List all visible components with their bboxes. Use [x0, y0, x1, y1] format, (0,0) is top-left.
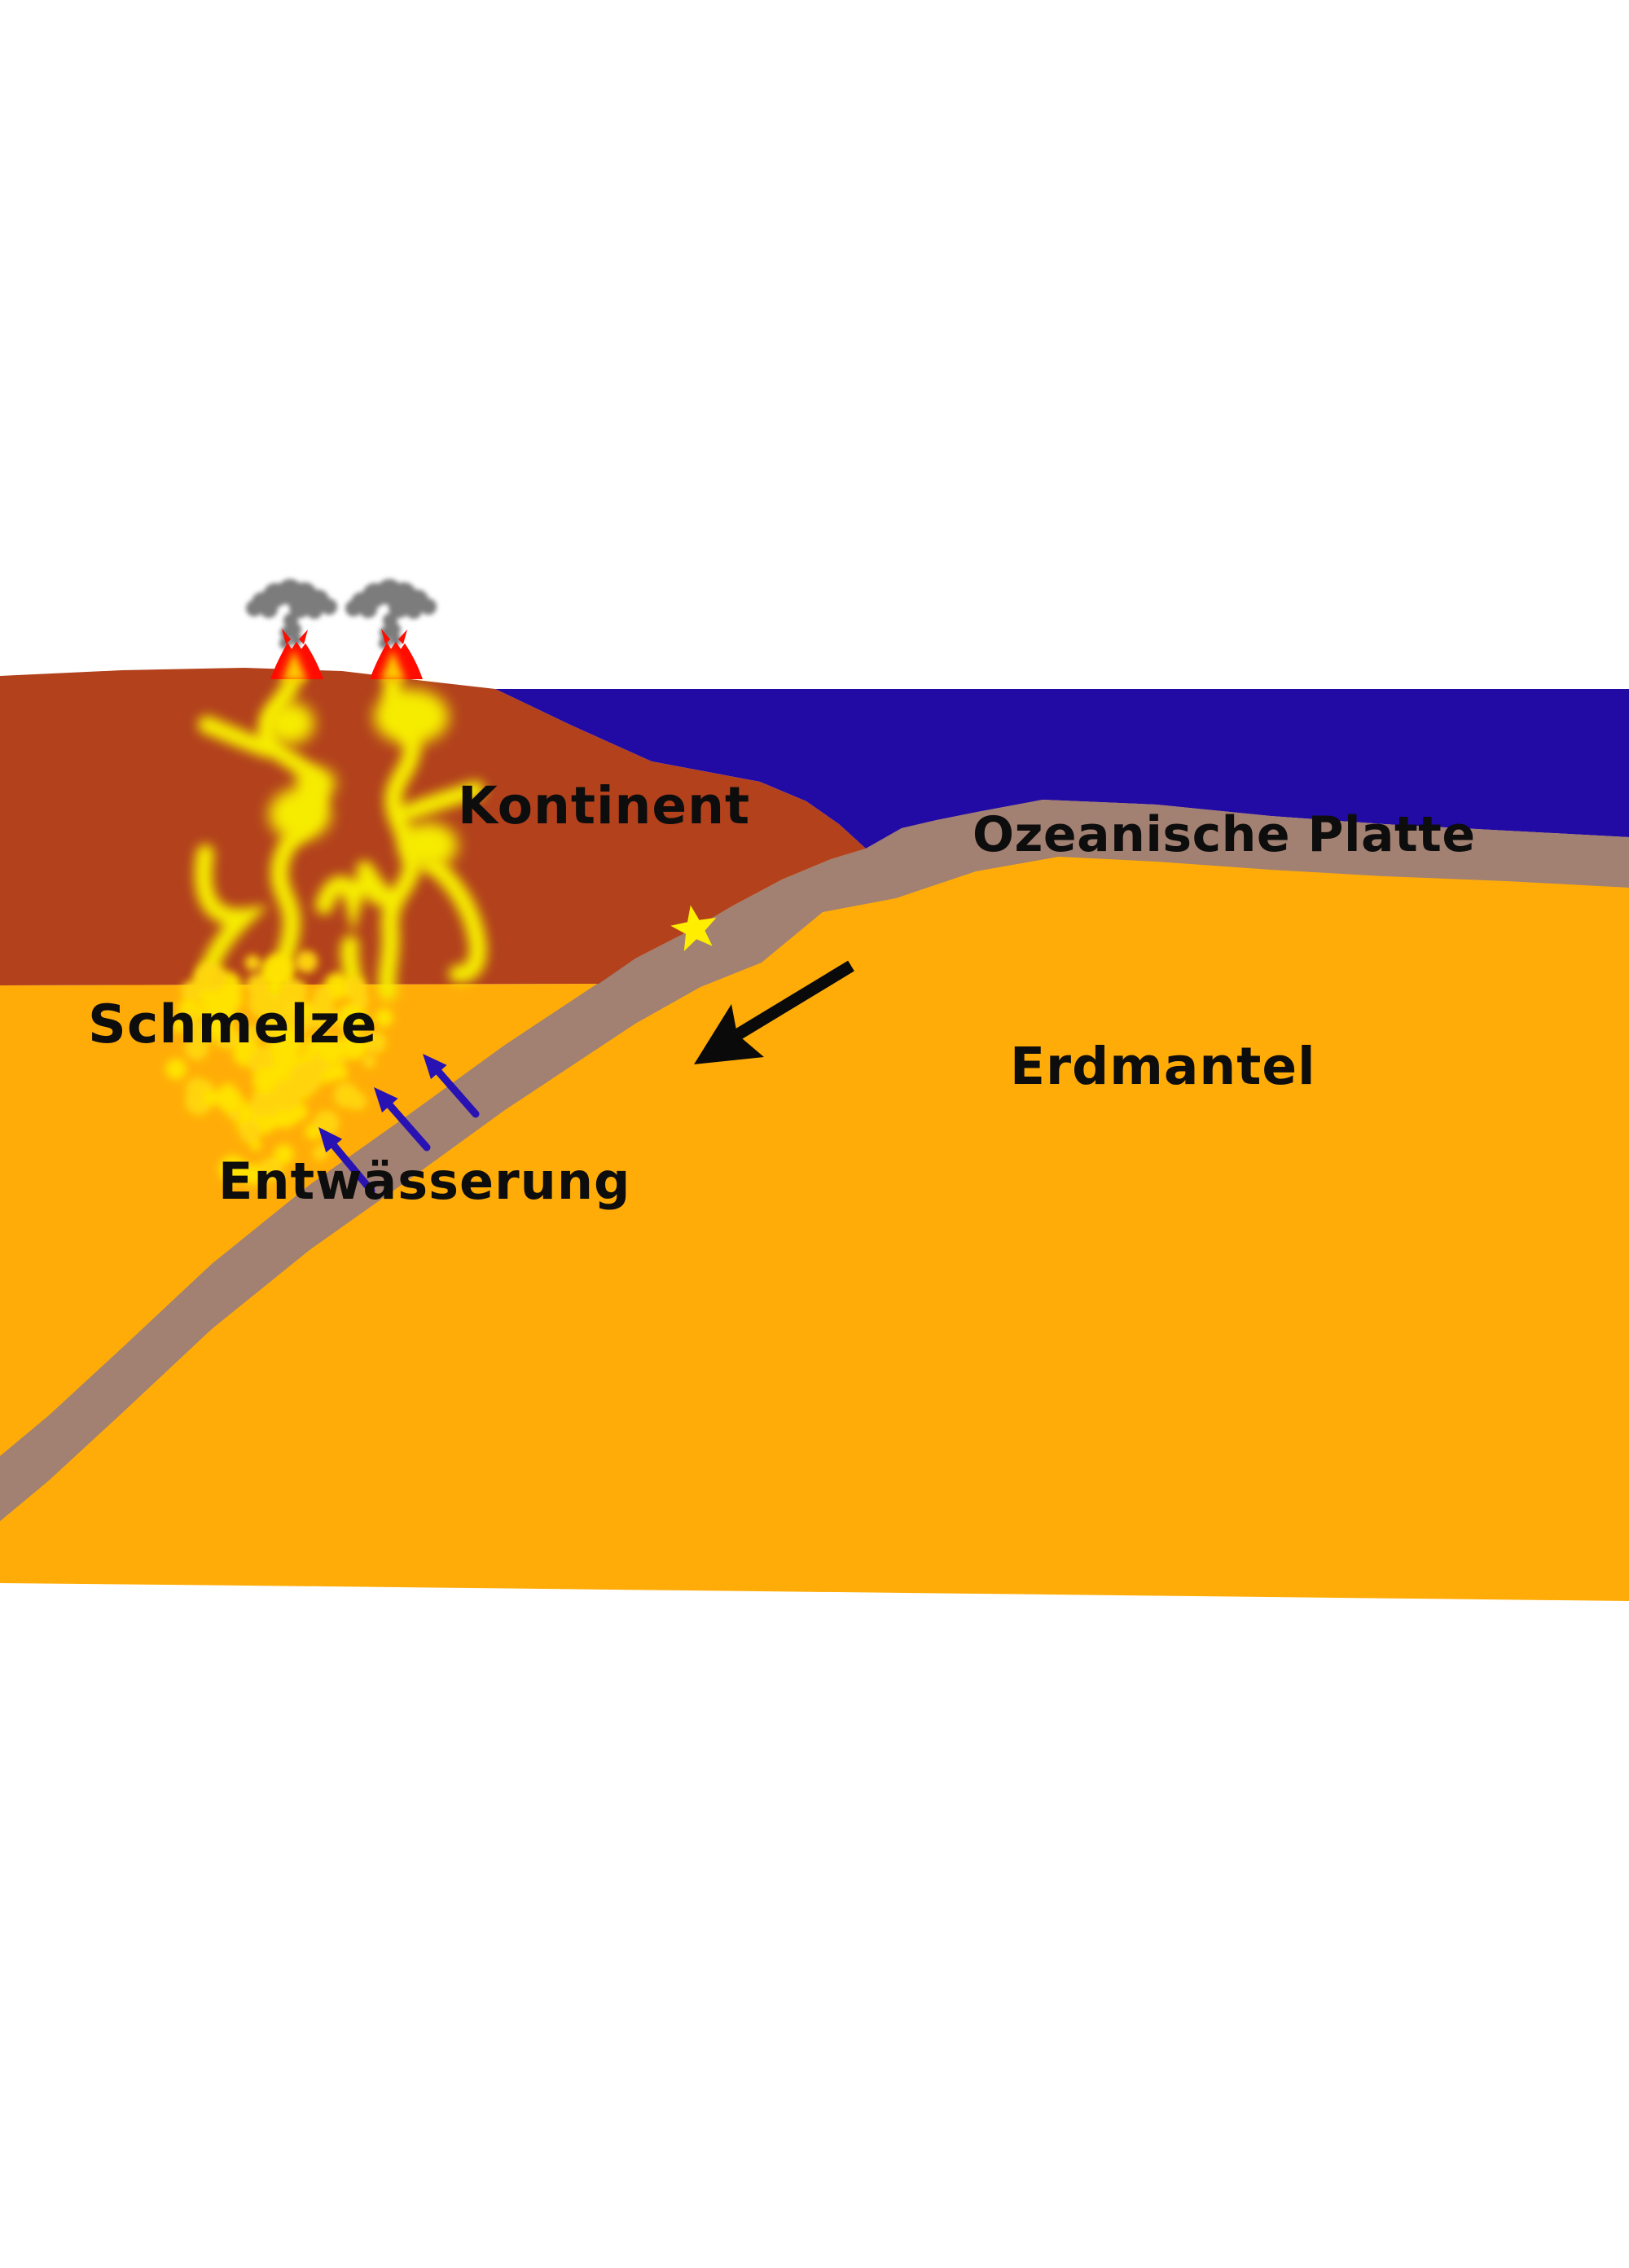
- melt-dot: [165, 1058, 187, 1080]
- melt-dot: [364, 1031, 387, 1054]
- dewatering-arrow-icon: [423, 1054, 480, 1118]
- label-kontinent: Kontinent: [458, 776, 751, 836]
- lava-glow: [282, 650, 307, 681]
- magma-arm-right: [424, 856, 487, 984]
- magma-chamber: [296, 767, 336, 800]
- melt-dot: [239, 1121, 261, 1143]
- label-entwaesserung: Entwässerung: [218, 1152, 631, 1211]
- melt-dot: [282, 979, 308, 1005]
- melt-dot: [288, 1062, 323, 1095]
- label-erdmantel: Erdmantel: [1010, 1037, 1316, 1096]
- melt-dot: [243, 1024, 260, 1042]
- earthquake-star-icon: [670, 905, 717, 951]
- melt-dot: [184, 1036, 209, 1061]
- melt-dot: [261, 954, 295, 987]
- plate-motion-arrow-icon: [694, 960, 854, 1064]
- melt-dot: [209, 1016, 232, 1040]
- melt-dot: [374, 1008, 393, 1028]
- melt-dot: [345, 976, 367, 998]
- ash-cloud-icon: [345, 579, 437, 649]
- volcano-right: [345, 579, 437, 681]
- ocean-region: [495, 689, 1629, 849]
- melt-dots: [165, 950, 393, 1186]
- magma-chamber: [399, 823, 458, 868]
- melt-dot: [274, 1144, 294, 1165]
- lava-flame-icon: [282, 629, 308, 644]
- melt-dot: [218, 1155, 247, 1183]
- label-schmelze: Schmelze: [88, 994, 378, 1055]
- volcano-left: [246, 579, 337, 681]
- melt-dot: [317, 1036, 344, 1063]
- melt-dot: [244, 954, 261, 972]
- melt-dot: [338, 1005, 364, 1031]
- melt-dot: [239, 1105, 253, 1120]
- melt-dot: [248, 989, 275, 1017]
- label-ozeanische-platte: Ozeanische Platte: [973, 806, 1476, 863]
- magma-chamber: [269, 788, 331, 840]
- melt-dot: [314, 994, 328, 1008]
- dewatering-arrow-icon: [318, 1127, 375, 1195]
- magma-branch-right-low: [356, 861, 402, 916]
- melt-dot: [178, 1010, 198, 1029]
- lava-flame-icon: [381, 629, 407, 644]
- melt-dot: [274, 1028, 304, 1057]
- magma-branch-right-up: [403, 781, 485, 820]
- melt-dot: [295, 950, 318, 973]
- dewatering-arrow-icon: [374, 1087, 431, 1152]
- mantle-region: [0, 800, 1629, 1601]
- melt-dot: [197, 963, 226, 992]
- magma-branch-left: [198, 716, 278, 758]
- melt-dot: [258, 1157, 283, 1182]
- melt-dot: [296, 1002, 312, 1017]
- magma-chamber: [374, 689, 449, 744]
- magma-chambers: [266, 689, 458, 868]
- dewatering-arrows: [318, 1054, 480, 1195]
- melt-dot: [362, 1055, 376, 1069]
- melt-dot: [202, 1090, 219, 1106]
- melt-dot: [333, 1082, 360, 1108]
- ash-cloud-icon: [246, 579, 337, 649]
- melt-dot: [274, 1079, 294, 1099]
- oceanic-plate-region: [0, 800, 1629, 1521]
- magma-chamber: [266, 702, 314, 744]
- melt-dot: [216, 1086, 242, 1112]
- lava-glow: [380, 650, 406, 681]
